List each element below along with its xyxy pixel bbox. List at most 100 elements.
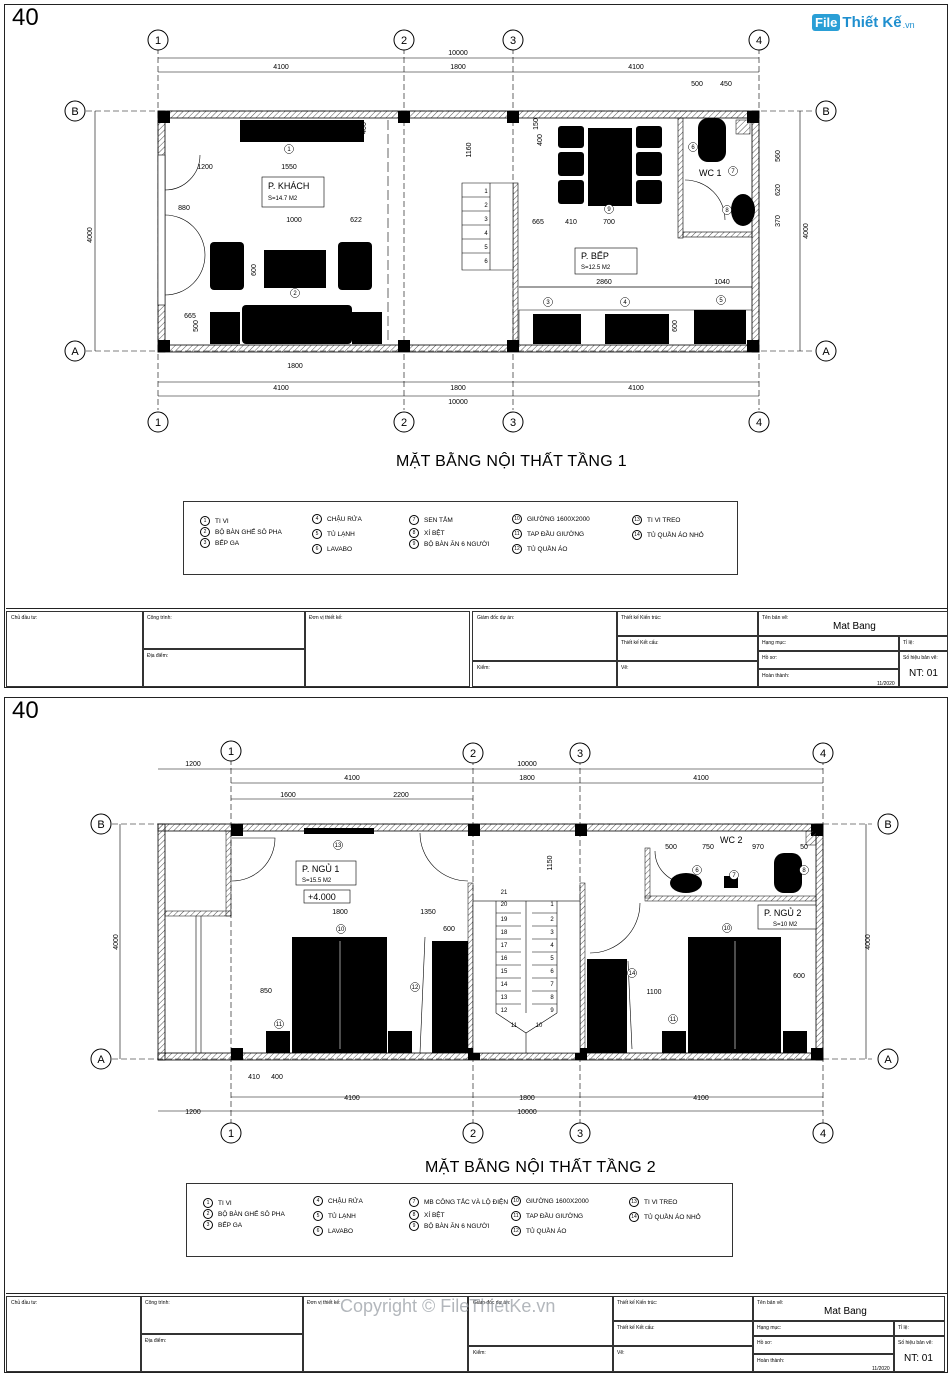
logo-domain: .vn: [902, 19, 915, 30]
site-logo[interactable]: File Thiết Kế .vn: [812, 14, 915, 31]
dim-600: 600: [251, 264, 258, 276]
dim-410: 410: [248, 1074, 260, 1081]
svg-text:6: 6: [550, 969, 554, 975]
dim-665-kitchen: 665: [532, 219, 544, 226]
svg-text:8: 8: [725, 208, 729, 214]
living-furniture: [210, 120, 382, 344]
axis-col-2-bottom: 2: [401, 417, 407, 429]
dim-50: 50: [800, 844, 808, 851]
room-area-ngu1: S=15.5 M2: [302, 878, 332, 884]
dim-overhang-top: 1200: [185, 761, 201, 768]
entrance-doors: [157, 154, 206, 306]
svg-text:6: 6: [695, 868, 699, 874]
walls: [157, 823, 824, 1061]
dim-span-3-bottom: 4100: [628, 385, 644, 392]
svg-text:7: 7: [732, 873, 736, 879]
title-block-1: Chủ đầu tư: Công trình: Địa điểm: Đơn vị…: [6, 608, 948, 689]
dim-span-1-bottom: 4100: [344, 1095, 360, 1102]
item-tags-1: 1 2 3 4 5 6 7 8 9: [284, 142, 738, 307]
sheet-code-value: NT: 01: [904, 1353, 933, 1364]
svg-text:3: 3: [550, 930, 554, 936]
wc2-fixtures: [670, 830, 817, 893]
logo-name: Thiết Kế: [842, 14, 902, 31]
sheet-number: 40: [12, 697, 39, 724]
axis-row-b: B: [71, 106, 78, 118]
tb-architect: Thiết kế Kiến trúc:: [613, 1296, 753, 1321]
dimension-lines: [94, 57, 801, 397]
tb-location: Địa điểm:: [141, 1334, 303, 1372]
svg-text:10: 10: [536, 1023, 543, 1029]
tb-location: Địa điểm:: [143, 649, 305, 687]
tb-checker: Kiểm:: [472, 661, 617, 687]
dim-total-top: 10000: [448, 50, 468, 57]
svg-text:18: 18: [501, 930, 508, 936]
svg-text:9: 9: [607, 207, 611, 213]
tb-project: Công trình:: [143, 611, 305, 649]
svg-text:14: 14: [501, 982, 508, 988]
dim-600-right: 600: [793, 973, 805, 980]
dim-150: 150: [533, 118, 540, 130]
dim-665-left: 665: [184, 313, 196, 320]
svg-text:11: 11: [276, 1022, 283, 1028]
svg-text:1: 1: [484, 189, 488, 195]
dim-span-1-top: 4100: [273, 64, 289, 71]
dim-total-bottom: 10000: [517, 1109, 537, 1116]
svg-text:19: 19: [501, 917, 508, 923]
svg-text:13: 13: [335, 843, 342, 849]
tb-complete: Hoàn thành: 11/2020: [753, 1354, 894, 1372]
dining-set: [558, 126, 662, 206]
dimension-texts: 10000 1200 4100 1800 4100 1600 2200 4100…: [113, 761, 872, 1116]
dim-span-2-bottom: 1800: [519, 1095, 535, 1102]
tb-project: Công trình:: [141, 1296, 303, 1334]
tb-file: Hồ sơ:: [753, 1336, 894, 1354]
svg-text:4: 4: [484, 231, 488, 237]
stair-2: [472, 900, 581, 1054]
dim-span-2-top: 1800: [519, 775, 535, 782]
stair-2-numbers: 21 20 19 18 17 16 15 14 13 12 11 1 2 3 4…: [501, 890, 555, 1029]
svg-text:1: 1: [287, 147, 291, 153]
dim-400-kitchen: 400: [537, 134, 544, 146]
dim-750: 750: [702, 844, 714, 851]
axis-col-4: 4: [756, 35, 762, 47]
tb-scale: Tỉ lệ:: [894, 1321, 945, 1336]
axis-col-3-bottom: 3: [510, 417, 516, 429]
dim-400: 400: [361, 122, 368, 134]
dim-500: 500: [665, 844, 677, 851]
dim-span-3-top: 4100: [628, 64, 644, 71]
sheet-frame: [4, 4, 948, 688]
room-area-bep: S=12.5 M2: [581, 265, 611, 271]
dim-2200: 2200: [393, 792, 409, 799]
tb-director: Giám đốc dự án:: [472, 611, 617, 661]
floor-plan-2: 1 2 3 4 1 2 3 4 B A B A 10000 1200 4100 …: [90, 740, 899, 1144]
svg-text:15: 15: [501, 969, 508, 975]
dim-total-top: 10000: [517, 761, 537, 768]
tb-complete: Hoàn thành: 11/2020: [758, 669, 899, 687]
dim-span-2-bottom: 1800: [450, 385, 466, 392]
dim-1160: 1160: [466, 142, 473, 157]
plan-title-2: MẶT BẰNG NỘI THẤT TẦNG 2: [425, 1159, 656, 1176]
dim-700: 700: [603, 219, 615, 226]
axis-col-4-bottom: 4: [820, 1128, 826, 1140]
axis-col-4-bottom: 4: [756, 417, 762, 429]
svg-text:2: 2: [484, 203, 488, 209]
axis-row-a-right: A: [822, 346, 830, 358]
tb-designer: Đơn vị thiết kế:: [305, 611, 470, 687]
room-name-ngu2: P. NGỦ 2: [764, 907, 801, 918]
svg-text:2: 2: [293, 291, 297, 297]
svg-text:4: 4: [550, 943, 554, 949]
